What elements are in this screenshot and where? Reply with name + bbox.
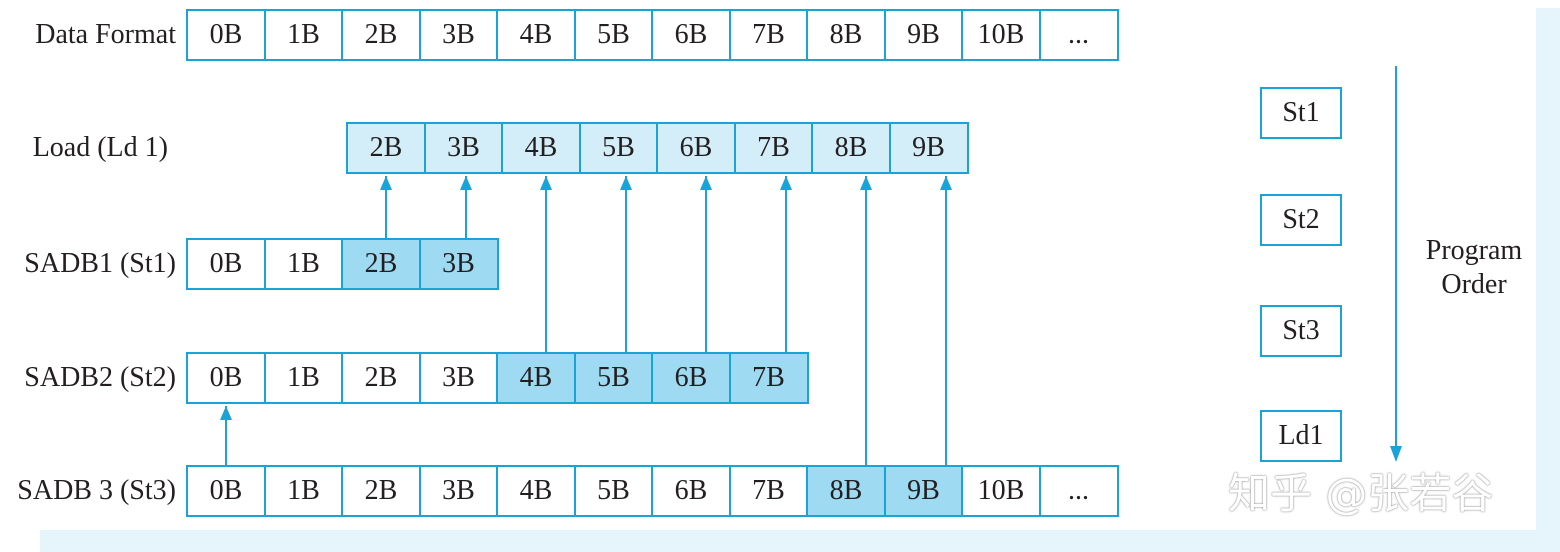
cell-0-9: 9B: [883, 9, 964, 61]
row-label-data-format: Data Format: [35, 19, 176, 50]
cell-0-2: 2B: [341, 9, 421, 61]
cell-1-5: 5B: [578, 122, 659, 174]
program-order-arrowhead-icon: [1390, 446, 1402, 462]
cell-4-8: 8B: [806, 465, 886, 517]
cell-0-8: 8B: [806, 9, 886, 61]
cell-2-0: 0B: [186, 238, 266, 290]
row-label-sadb2: SADB2 (St2): [24, 362, 176, 393]
cell-3-6: 6B: [651, 352, 731, 404]
op-ld1: Ld1: [1260, 410, 1342, 462]
cell-4-10: 10B: [961, 465, 1041, 517]
program-order-label: Program Order: [1414, 234, 1534, 302]
cell-3-4: 4B: [496, 352, 576, 404]
cell-4-5: 5B: [573, 465, 654, 517]
cell-0-10: 10B: [961, 9, 1041, 61]
cell-4-4: 4B: [496, 465, 576, 517]
cell-3-5: 5B: [573, 352, 654, 404]
cell-2-2: 2B: [341, 238, 421, 290]
cell-4-11: ...: [1038, 465, 1119, 517]
cell-3-2: 2B: [341, 352, 421, 404]
program-order-line2: Order: [1441, 269, 1507, 300]
cell-1-3: 3B: [423, 122, 504, 174]
cell-4-2: 2B: [341, 465, 421, 517]
cell-4-0: 0B: [186, 465, 266, 517]
op-st2: St2: [1260, 194, 1342, 246]
cell-0-0: 0B: [186, 9, 266, 61]
cell-3-7: 7B: [728, 352, 809, 404]
cell-3-1: 1B: [263, 352, 344, 404]
cell-4-6: 6B: [651, 465, 731, 517]
cell-1-2: 2B: [346, 122, 426, 174]
cell-1-9: 9B: [888, 122, 969, 174]
cell-3-0: 0B: [186, 352, 266, 404]
op-st1: St1: [1260, 87, 1342, 139]
cell-2-3: 3B: [418, 238, 499, 290]
cell-1-6: 6B: [656, 122, 736, 174]
op-st3: St3: [1260, 305, 1342, 357]
cell-2-1: 1B: [263, 238, 344, 290]
cell-4-3: 3B: [418, 465, 499, 517]
cell-4-7: 7B: [728, 465, 809, 517]
row-label-load: Load (Ld 1): [32, 132, 168, 163]
cell-1-4: 4B: [501, 122, 581, 174]
cell-3-3: 3B: [418, 352, 499, 404]
cell-0-7: 7B: [728, 9, 809, 61]
cell-0-4: 4B: [496, 9, 576, 61]
cell-1-8: 8B: [811, 122, 891, 174]
program-order-line1: Program: [1425, 235, 1523, 266]
cell-0-5: 5B: [573, 9, 654, 61]
cell-1-7: 7B: [733, 122, 814, 174]
cell-4-1: 1B: [263, 465, 344, 517]
cell-0-1: 1B: [263, 9, 344, 61]
cell-0-11: ...: [1038, 9, 1119, 61]
cell-0-6: 6B: [651, 9, 731, 61]
row-label-sadb1: SADB1 (St1): [24, 248, 176, 279]
frame-right-band: [1536, 8, 1560, 552]
watermark: 知乎 @张若谷: [1228, 469, 1494, 518]
row-label-sadb3: SADB 3 (St3): [17, 475, 176, 506]
cell-4-9: 9B: [883, 465, 964, 517]
frame-bottom-band: [40, 530, 1560, 552]
cell-0-3: 3B: [418, 9, 499, 61]
